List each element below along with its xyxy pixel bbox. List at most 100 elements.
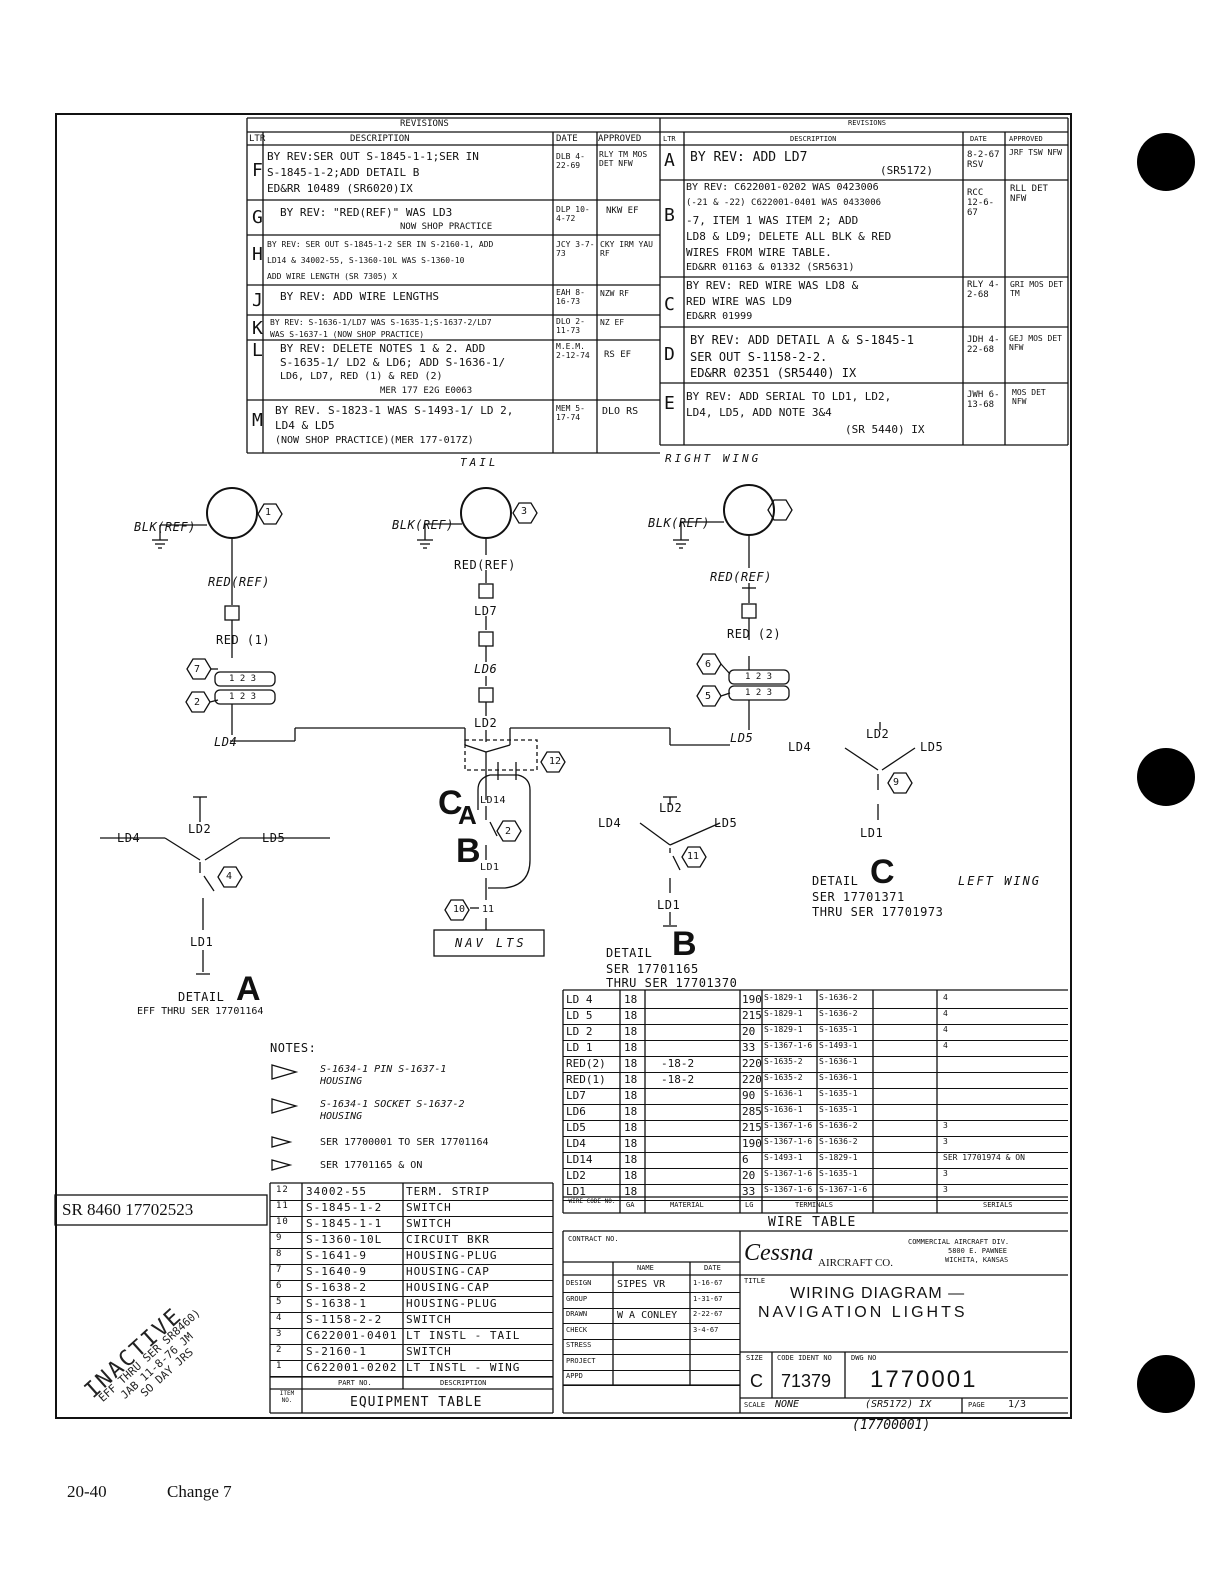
wire-lg-cell: 220 xyxy=(742,1073,762,1086)
rev-ltr: C xyxy=(664,294,675,315)
wire-lg-cell: 285 xyxy=(742,1105,762,1118)
callout-6: 6 xyxy=(705,659,712,670)
rev-ltr: H xyxy=(252,244,263,265)
callout-10: 11 xyxy=(482,904,495,915)
rev-date: RCC 12-6-67 xyxy=(967,188,995,218)
tb-date-cell: 3-4-67 xyxy=(693,1325,719,1334)
ld1-label: LD1 xyxy=(480,862,500,873)
rev-ltr: B xyxy=(664,205,675,226)
right-wing-label: RIGHT WING xyxy=(665,452,762,465)
wire-terminal-2-cell: S-1636-2 xyxy=(819,1137,858,1146)
wire-ga-cell: 18 xyxy=(624,1185,638,1198)
red-ref-label: RED(REF) xyxy=(208,575,270,589)
sr-box-text: SR 8460 17702523 xyxy=(62,1200,194,1219)
detail-b-marker: B xyxy=(456,832,481,870)
wire-table-title: WIRE TABLE xyxy=(768,1215,857,1230)
rev-desc-line: (SR5172) xyxy=(880,164,933,177)
wire-terminal-1-cell: S-1635-2 xyxy=(764,1073,803,1082)
equip-item-cell: 4 xyxy=(276,1313,283,1323)
note-4: SER 17701165 & ON xyxy=(320,1160,423,1171)
tb-name-cell: SIPES VR xyxy=(617,1279,666,1290)
wire-ga-cell: 18 xyxy=(624,1025,638,1038)
red-2-label: RED (2) xyxy=(727,627,782,641)
equip-desc-cell: HOUSING-CAP xyxy=(406,1281,490,1294)
rev-date: DLO 2-11-73 xyxy=(556,317,585,335)
division-line-3: WICHITA, KANSAS xyxy=(945,1256,1009,1264)
wire-code-cell: LD14 xyxy=(566,1153,593,1166)
detail-c-letter: C xyxy=(870,853,895,891)
callout-1: 1 xyxy=(265,507,272,518)
wire-lg-cell: 90 xyxy=(742,1089,756,1102)
rev-desc-line: BY REV: ADD LD7 xyxy=(690,150,808,165)
rev-desc-line: S-1845-1-2;ADD DETAIL B xyxy=(267,166,420,179)
detail-a-marker: A xyxy=(458,800,477,830)
wire-terminal-2-cell: S-1636-1 xyxy=(819,1073,858,1082)
wire-serial-cell: 4 xyxy=(943,1041,948,1050)
rev-right-col-date: DATE xyxy=(970,135,987,143)
dwg-no-label: DWG NO xyxy=(851,1354,877,1362)
detail-a-letter: A xyxy=(236,970,261,1008)
tb-name-cell: W A CONLEY xyxy=(617,1310,678,1321)
wire-lg-cell: 220 xyxy=(742,1057,762,1070)
rev-approved: RLY TM MOS DET NFW xyxy=(599,150,648,168)
wire-serial-cell: 4 xyxy=(943,1025,948,1034)
rev-date: EAH 8-16-73 xyxy=(556,288,585,306)
wire-code-cell: LD 4 xyxy=(566,993,593,1006)
equip-part-cell: C622001-0202 xyxy=(306,1361,398,1374)
equip-desc-cell: TERM. STRIP xyxy=(406,1185,490,1198)
rev-left-col-ltr: LTR xyxy=(249,134,266,144)
rev-approved: NZ EF xyxy=(600,318,625,327)
wire-terminal-1-cell: S-1367-1-6 xyxy=(764,1137,813,1146)
wire-col-material: MATERIAL xyxy=(670,1201,704,1209)
ld14-label: LD14 xyxy=(480,795,507,806)
ld4-label: LD4 xyxy=(117,831,141,845)
tb-date-cell: 1-31-67 xyxy=(693,1294,723,1303)
rev-ltr: M xyxy=(252,410,263,431)
page-value: 1/3 xyxy=(1008,1399,1027,1410)
dwg-no-value: 1770001 xyxy=(870,1366,978,1393)
rev-desc-line: -7, ITEM 1 WAS ITEM 2; ADD xyxy=(686,214,859,227)
callout-9: 10 xyxy=(453,904,466,915)
ld2-label: LD2 xyxy=(659,801,683,815)
callout-10: 11 xyxy=(687,851,700,862)
wire-material-cell: -18-2 xyxy=(661,1057,695,1070)
equip-part-cell: S-1640-9 xyxy=(306,1265,367,1278)
rev-approved: RS EF xyxy=(604,350,632,360)
wire-terminal-1-cell: S-1367-1-6 xyxy=(764,1041,813,1050)
wire-serial-cell: 3 xyxy=(943,1169,948,1178)
title-block-row: APPD xyxy=(563,1370,740,1386)
wire-lg-cell: 20 xyxy=(742,1025,756,1038)
rev-desc-line: BY REV. S-1823-1 WAS S-1493-1/ LD 2, xyxy=(275,404,514,417)
wire-terminal-2-cell: S-1636-2 xyxy=(819,993,858,1002)
rev-left-col-date: DATE xyxy=(556,134,578,144)
wire-terminal-2-cell: S-1635-1 xyxy=(819,1169,858,1178)
drawing-title-line-1: WIRING DIAGRAM — xyxy=(790,1285,966,1302)
rev-desc-line: (SR 5440) IX xyxy=(845,423,925,436)
rev-desc-line: ED&RR 02351 (SR5440) IX xyxy=(690,366,857,380)
rev-ltr: J xyxy=(252,290,263,311)
equip-item-cell: 11 xyxy=(276,1201,289,1211)
rev-left-col-desc: DESCRIPTION xyxy=(350,134,410,144)
rev-approved: MOS DET NFW xyxy=(1012,388,1046,406)
rev-approved: RLL DET NFW xyxy=(1010,184,1048,204)
wire-ga-cell: 18 xyxy=(624,993,638,1006)
wire-ga-cell: 18 xyxy=(624,1153,638,1166)
tb-role-cell: APPD xyxy=(566,1372,583,1380)
detail-a-effectivity: EFF THRU SER 17701164 xyxy=(137,1006,264,1017)
rev-desc-line: BY REV: SER OUT S-1845-1-2 SER IN S-2160… xyxy=(267,240,494,249)
equip-item-cell: 1 xyxy=(276,1361,283,1371)
rev-date: JCY 3-7-73 xyxy=(556,240,595,258)
tb-role-cell: CHECK xyxy=(566,1325,588,1334)
tb-role-cell: PROJECT xyxy=(566,1356,596,1365)
